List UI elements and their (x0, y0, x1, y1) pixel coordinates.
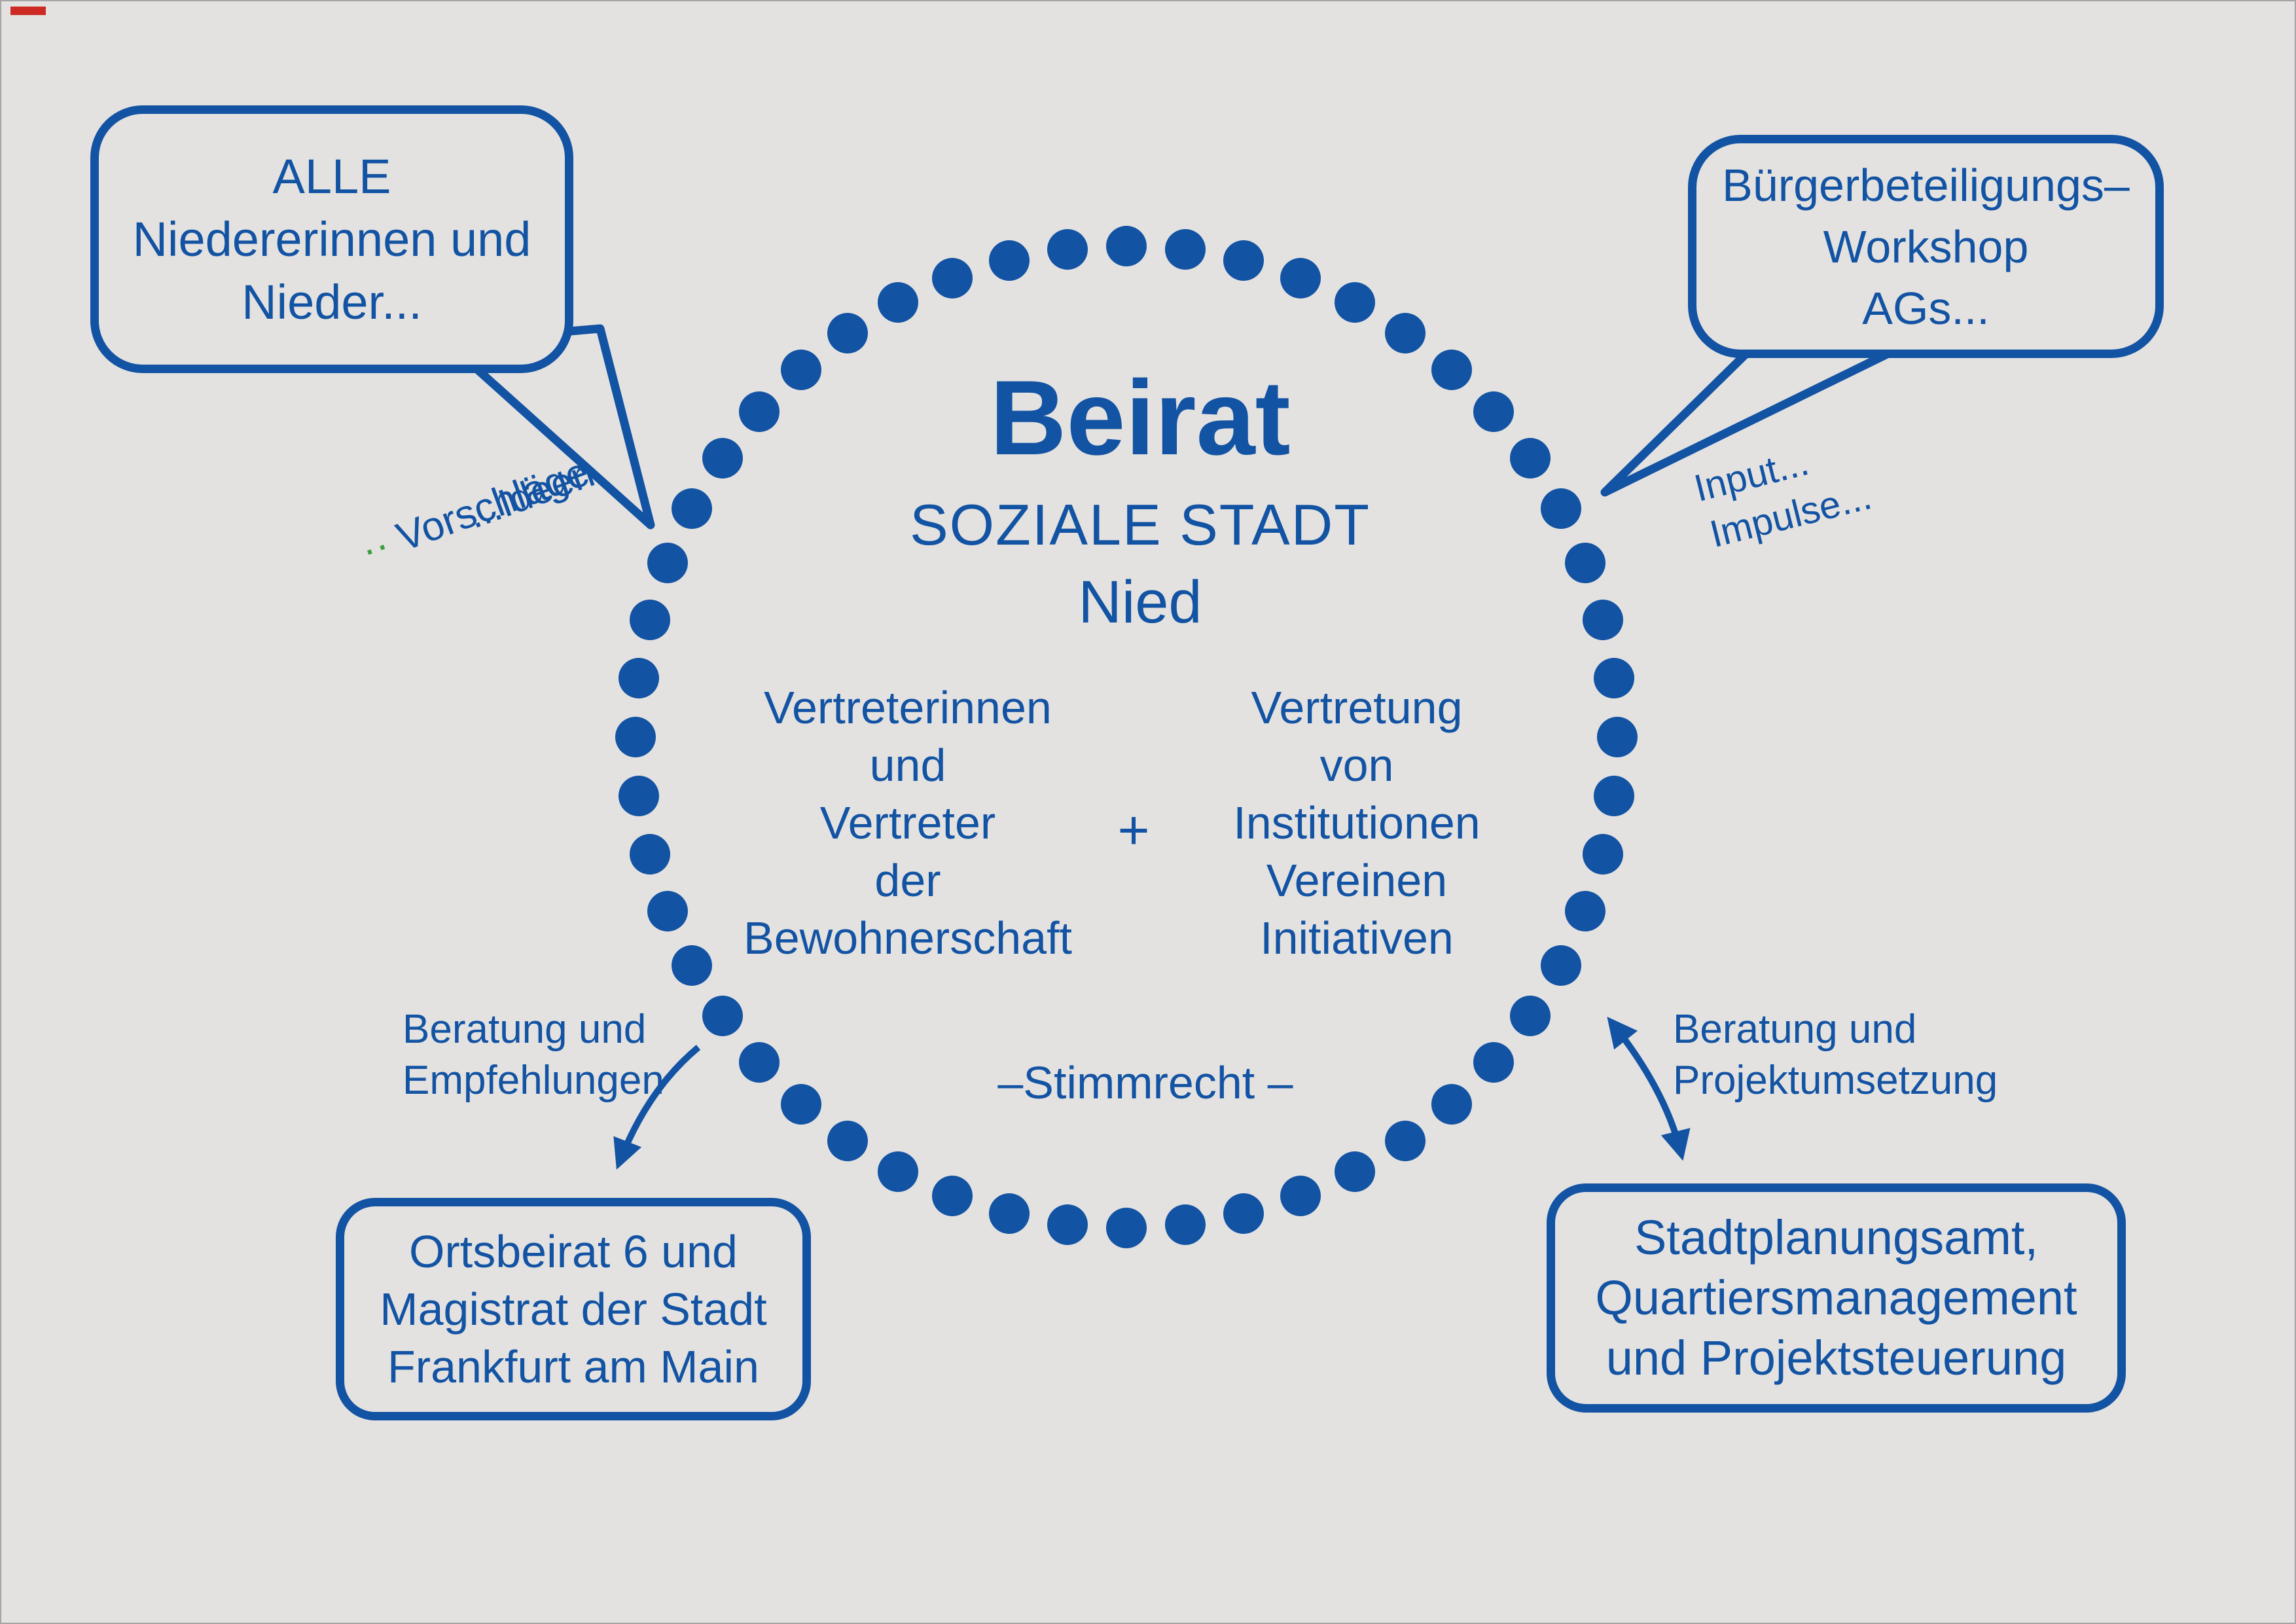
box-ortsbeirat: Ortsbeirat 6 und Magistrat der Stadt Fra… (336, 1198, 811, 1420)
column-line: Vereinen (1266, 855, 1448, 906)
arrow-to-stadtplanungsamt (1607, 1017, 1691, 1161)
box-line: Magistrat der Stadt (380, 1284, 767, 1335)
bubble-top-left: ALLE Niedererinnen und Nieder... (90, 105, 573, 373)
label-line: Projektumsetzung (1673, 1058, 1998, 1103)
members-right-column: Vertretung von Institutionen Vereinen In… (1144, 679, 1570, 967)
box-line: Frankfurt am Main (387, 1341, 759, 1392)
column-line: Initiativen (1260, 912, 1454, 964)
bubble-line: ALLE (272, 149, 391, 204)
box-line: Quartiersmanagement (1595, 1271, 2077, 1325)
column-line: von (1319, 740, 1394, 791)
label-line: Beratung und (1673, 1007, 1917, 1052)
label-beratung-empfehlungen: Beratung und Empfehlungen (403, 1004, 664, 1106)
diagram-title: Beirat (990, 359, 1291, 477)
circle-heading: Beirat SOZIALE STADT Nied (813, 359, 1467, 636)
box-line: und Projektsteuerung (1605, 1331, 2067, 1385)
column-line: Vertreterinnen (764, 682, 1052, 733)
column-line: und (869, 740, 946, 791)
column-line: Bewohnerschaft (744, 912, 1072, 964)
box-stadtplanungsamt: Stadtplanungsamt, Quartiersmanagement un… (1547, 1183, 2126, 1413)
voting-note: –Stimmrecht – (997, 1057, 1293, 1108)
scan-artifact-red-mark (10, 7, 46, 15)
plus-sign: + (1117, 799, 1150, 861)
bubble-line: AGs... (1862, 282, 1990, 334)
label-line: Beratung und (403, 1007, 647, 1052)
diagram-region: Nied (1078, 569, 1202, 636)
column-line: Institutionen (1233, 797, 1480, 848)
bubble-line: Nieder... (242, 274, 422, 329)
bubble-top-right: Bürgerbeteiligungs– Workshop AGs... (1688, 135, 2164, 358)
column-line: Vertretung (1251, 682, 1463, 733)
bubble-line: Bürgerbeteiligungs– (1722, 159, 2130, 211)
label-line: Empfehlungen (403, 1058, 664, 1103)
box-line: Ortsbeirat 6 und (409, 1226, 738, 1277)
column-line: Vertreter (819, 797, 996, 848)
members-left-column: Vertreterinnen und Vertreter der Bewohne… (695, 679, 1121, 967)
bubble-line: Workshop (1823, 221, 2029, 272)
diagram-subtitle: SOZIALE STADT (909, 492, 1371, 557)
arrow-to-ortsbeirat (613, 1045, 701, 1170)
column-line: der (874, 855, 941, 906)
bubble-line: Niedererinnen und (132, 211, 531, 266)
box-line: Stadtplanungsamt, (1634, 1210, 2039, 1265)
label-beratung-projektumsetzung: Beratung und Projektumsetzung (1673, 1004, 1998, 1106)
